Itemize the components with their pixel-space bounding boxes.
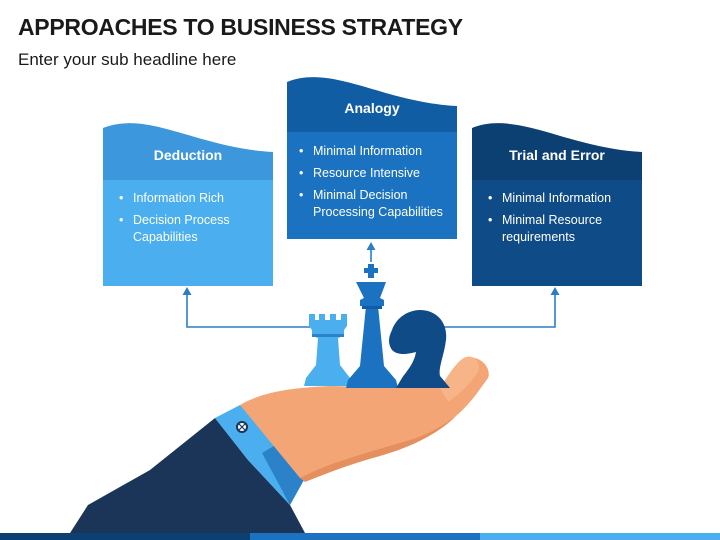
list-item: Resource Intensive (297, 165, 453, 182)
rook-band (312, 334, 344, 337)
arrow-up-icon (550, 287, 560, 295)
knight-icon (389, 310, 450, 388)
card-deduction-heading: Deduction (153, 147, 223, 163)
list-item: Minimal Resource requirements (486, 212, 636, 246)
page-subtitle: Enter your sub headline here (18, 50, 237, 69)
cuff-shade (262, 440, 305, 505)
thumb (440, 356, 480, 402)
bottom-bar (0, 533, 720, 540)
arrow-up-icon (366, 242, 376, 250)
card-analogy-list: Minimal Information Resource Intensive M… (297, 143, 453, 226)
cufflink-mark (238, 423, 246, 431)
king-icon (346, 264, 398, 388)
card-deduction: Deduction Information Rich Decision Proc… (103, 118, 273, 286)
connector-left (186, 294, 310, 328)
list-item: Decision Process Capabilities (117, 212, 267, 246)
card-analogy: Analogy Minimal Information Resource Int… (287, 72, 457, 239)
list-item: Minimal Decision Processing Capabilities (297, 187, 453, 221)
sleeve-icon (70, 418, 305, 533)
king-band (362, 306, 382, 309)
card-analogy-heading: Analogy (344, 100, 400, 116)
list-item: Minimal Information (297, 143, 453, 160)
hand-shade (300, 416, 456, 482)
card-trial-heading: Trial and Error (509, 147, 605, 163)
connector-right (440, 294, 556, 328)
card-deduction-list: Information Rich Decision Process Capabi… (117, 190, 267, 251)
card-trial-list: Minimal Information Minimal Resource req… (486, 190, 636, 251)
list-item: Information Rich (117, 190, 267, 207)
page-title: APPROACHES TO BUSINESS STRATEGY (18, 14, 463, 40)
rook-icon (304, 314, 352, 386)
card-trial-and-error: Trial and Error Minimal Information Mini… (472, 118, 642, 286)
arrow-up-icon (182, 287, 192, 295)
list-item: Minimal Information (486, 190, 636, 207)
